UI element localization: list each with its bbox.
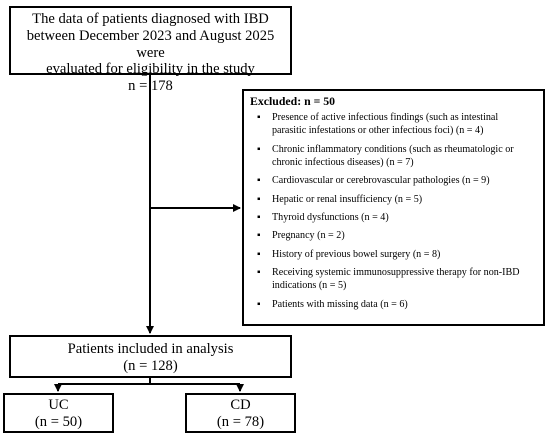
bullet-icon: ▪	[257, 211, 261, 223]
exclusion-item: ▪Receiving systemic immunosuppressive th…	[257, 267, 520, 292]
exclusion-item: ▪Patients with missing data (n = 6)	[257, 298, 408, 310]
evaluation-count: n = 178	[128, 78, 173, 95]
uc-count: (n = 50)	[34, 414, 83, 430]
exclusion-list: ▪Presence of active infectious findings …	[250, 111, 537, 311]
exclusion-item: ▪Hepatic or renal insufficiency (n = 5)	[257, 193, 423, 205]
bullet-icon: ▪	[257, 298, 261, 310]
included-count: (n = 128)	[123, 358, 178, 374]
uc-box: UC (n = 50)	[3, 393, 114, 433]
bullet-icon: ▪	[257, 143, 261, 155]
bullet-icon: ▪	[257, 267, 261, 279]
exclusion-item: ▪Chronic inflammatory conditions (such a…	[257, 143, 514, 168]
cd-count: (n = 78)	[216, 414, 265, 430]
exclusion-item: ▪Presence of active infectious findings …	[257, 112, 499, 137]
exclusion-item: ▪History of previous bowel surgery (n = …	[257, 248, 441, 260]
evaluation-box: The data of patients diagnosed with IBD …	[9, 6, 292, 94]
bullet-icon: ▪	[257, 175, 261, 187]
evaluation-line-1: The data of patients diagnosed with IBD	[32, 11, 269, 27]
excluded-heading: Excluded: n = 50	[250, 94, 336, 108]
exclusion-item: ▪Pregnancy (n = 2)	[257, 230, 345, 242]
excluded-box: Excluded: n = 50 ▪Presence of active inf…	[242, 89, 545, 326]
bullet-icon: ▪	[257, 193, 261, 205]
uc-label: UC	[48, 397, 69, 413]
evaluation-line-3: evaluated for eligibility in the study	[46, 61, 255, 78]
exclusion-item: ▪Cardiovascular or cerebrovascular patho…	[257, 175, 490, 187]
bullet-icon: ▪	[257, 112, 261, 123]
evaluation-line-2: between December 2023 and August 2025 we…	[26, 27, 275, 61]
cd-box: CD (n = 78)	[185, 393, 296, 433]
included-title: Patients included in analysis	[67, 341, 234, 357]
bullet-icon: ▪	[257, 248, 261, 260]
cd-label: CD	[230, 397, 251, 413]
exclusion-item: ▪Thyroid dysfunctions (n = 4)	[257, 211, 389, 223]
included-box: Patients included in analysis (n = 128)	[9, 335, 292, 378]
bullet-icon: ▪	[257, 230, 261, 242]
